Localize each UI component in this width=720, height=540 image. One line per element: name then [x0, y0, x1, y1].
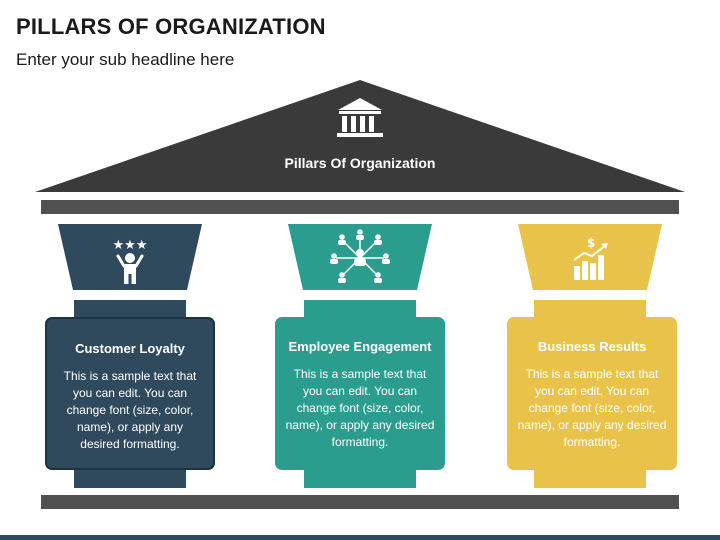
- card-title: Employee Engagement: [288, 339, 432, 354]
- card-employee-engagement: Employee Engagement This is a sample tex…: [275, 317, 445, 470]
- card-text: This is a sample text that you can edit.…: [285, 367, 435, 449]
- card-title: Business Results: [537, 339, 647, 354]
- bottom-beam: [41, 495, 679, 509]
- card-text: This is a sample text that you can edit.…: [63, 369, 197, 451]
- page-title: PILLARS OF ORGANIZATION: [16, 14, 326, 39]
- roof-label: Pillars Of Organization: [284, 155, 436, 171]
- person-stars-icon: ★★★: [113, 238, 148, 284]
- card-text: This is a sample text that you can edit.…: [517, 367, 667, 449]
- page-subtitle: Enter your sub headline here: [16, 50, 235, 69]
- network-people-icon: [330, 229, 390, 283]
- card-business-results: Business Results This is a sample text t…: [507, 317, 677, 470]
- svg-text:$: $: [587, 236, 595, 250]
- capital-results: [518, 224, 662, 290]
- card-title: Customer Loyalty: [75, 341, 185, 356]
- bank-building-icon: [337, 98, 383, 137]
- footer-bar: [0, 535, 720, 540]
- top-beam: [41, 200, 679, 214]
- card-customer-loyalty: Customer Loyalty This is a sample text t…: [45, 317, 215, 470]
- svg-text:★★★: ★★★: [113, 238, 148, 253]
- growth-chart-icon: $: [573, 236, 608, 280]
